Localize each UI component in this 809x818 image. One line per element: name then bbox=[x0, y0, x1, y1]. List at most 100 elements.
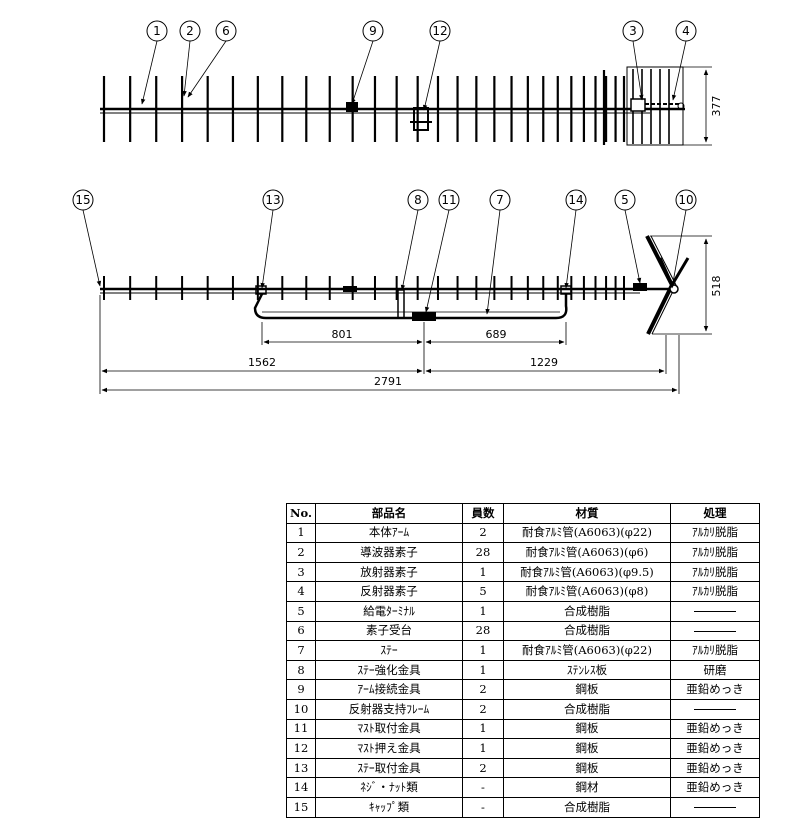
row-quantity: 2 bbox=[462, 757, 504, 779]
row-process: ｱﾙｶﾘ脱脂 bbox=[670, 522, 760, 544]
callout-circle bbox=[429, 20, 451, 42]
row-part-name: ﾏｽﾄ取付金具 bbox=[315, 718, 463, 740]
row-part-name: 本体ｱｰﾑ bbox=[315, 522, 463, 544]
leader-line bbox=[632, 40, 644, 101]
dimension-1562: 1562 bbox=[248, 356, 276, 369]
dash-line bbox=[694, 807, 736, 809]
row-process: ｱﾙｶﾘ脱脂 bbox=[670, 542, 760, 563]
dimension-2791: 2791 bbox=[374, 375, 402, 388]
leader-line bbox=[260, 209, 274, 289]
row-no: 4 bbox=[286, 581, 316, 602]
row-material: 鋼板 bbox=[503, 679, 671, 700]
callout-number: 13 bbox=[265, 193, 280, 207]
callout-number: 1 bbox=[153, 24, 161, 38]
callout-circle bbox=[438, 189, 460, 211]
stay-pipe bbox=[253, 293, 568, 320]
leader-line bbox=[485, 209, 501, 315]
callout-circle bbox=[614, 189, 636, 211]
row-part-name: ｽﾃｰ強化金具 bbox=[315, 659, 463, 681]
row-part-name: 反射器支持ﾌﾚｰﾑ bbox=[315, 698, 463, 720]
callout-12: 12 bbox=[422, 20, 451, 111]
reflector-frame-top bbox=[626, 66, 684, 146]
leader-line bbox=[564, 209, 577, 289]
row-material: 合成樹脂 bbox=[503, 796, 671, 818]
callout-number: 3 bbox=[629, 24, 637, 38]
row-material: 耐食ｱﾙﾐ管(A6063)(φ6) bbox=[503, 542, 671, 563]
callout-circle bbox=[146, 20, 168, 42]
dash-line bbox=[694, 611, 736, 613]
row-no: 5 bbox=[286, 600, 316, 622]
row-quantity: - bbox=[462, 777, 504, 798]
row-no: 7 bbox=[286, 640, 316, 661]
row-material: 鋼板 bbox=[503, 718, 671, 740]
row-no: 3 bbox=[286, 561, 316, 583]
callout-number: 9 bbox=[369, 24, 377, 38]
row-part-name: ﾏｽﾄ押え金具 bbox=[315, 738, 463, 759]
callout-11: 11 bbox=[424, 189, 460, 313]
row-material: 合成樹脂 bbox=[503, 600, 671, 622]
callout-number: 6 bbox=[222, 24, 230, 38]
callout-circle bbox=[362, 20, 384, 42]
row-quantity: 1 bbox=[462, 600, 504, 622]
callout-7: 7 bbox=[485, 189, 511, 315]
leader-line bbox=[671, 40, 687, 101]
callout-number: 7 bbox=[496, 193, 504, 207]
row-process bbox=[670, 620, 760, 642]
row-part-name: 素子受台 bbox=[315, 620, 463, 642]
row-no: 10 bbox=[286, 698, 316, 720]
callout-6: 6 bbox=[187, 20, 237, 98]
callout-number: 12 bbox=[432, 24, 447, 38]
callout-5: 5 bbox=[614, 189, 642, 284]
callout-4: 4 bbox=[671, 20, 697, 101]
callout-9: 9 bbox=[351, 20, 384, 105]
row-quantity: 28 bbox=[462, 620, 504, 642]
mast-mount-bracket bbox=[412, 312, 436, 321]
callout-circle bbox=[622, 20, 644, 42]
callout-number: 5 bbox=[621, 193, 629, 207]
row-material: 合成樹脂 bbox=[503, 698, 671, 720]
row-no: 12 bbox=[286, 738, 316, 759]
row-quantity: 2 bbox=[462, 679, 504, 700]
row-no: 15 bbox=[286, 796, 316, 818]
callout-number: 14 bbox=[568, 193, 583, 207]
row-no: 13 bbox=[286, 757, 316, 779]
leader-line bbox=[670, 209, 687, 289]
row-quantity: 28 bbox=[462, 542, 504, 563]
header-process: 処理 bbox=[670, 503, 760, 524]
dimension-689: 689 bbox=[486, 328, 507, 341]
row-process: 亜鉛めっき bbox=[670, 718, 760, 740]
mast-clamp-top bbox=[413, 107, 429, 131]
row-quantity: 1 bbox=[462, 659, 504, 681]
leader-line bbox=[187, 40, 227, 98]
callout-circle bbox=[675, 189, 697, 211]
row-process bbox=[670, 698, 760, 720]
callout-1: 1 bbox=[140, 20, 168, 105]
row-process: ｱﾙｶﾘ脱脂 bbox=[670, 581, 760, 602]
header-no: No. bbox=[286, 503, 316, 524]
callout-number: 11 bbox=[441, 193, 456, 207]
row-material: 合成樹脂 bbox=[503, 620, 671, 642]
callout-number: 4 bbox=[682, 24, 690, 38]
dash-line bbox=[694, 630, 736, 632]
row-process: 亜鉛めっき bbox=[670, 757, 760, 779]
director-elements-side bbox=[103, 276, 625, 300]
header-quantity: 員数 bbox=[462, 503, 504, 524]
row-process: 亜鉛めっき bbox=[670, 738, 760, 759]
row-material: 耐食ｱﾙﾐ管(A6063)(φ9.5) bbox=[503, 561, 671, 583]
dimension-377: 377 bbox=[710, 96, 723, 117]
header-part-name: 部品名 bbox=[315, 503, 463, 524]
row-no: 2 bbox=[286, 542, 316, 563]
row-part-name: 導波器素子 bbox=[315, 542, 463, 563]
leader-line bbox=[400, 209, 419, 291]
